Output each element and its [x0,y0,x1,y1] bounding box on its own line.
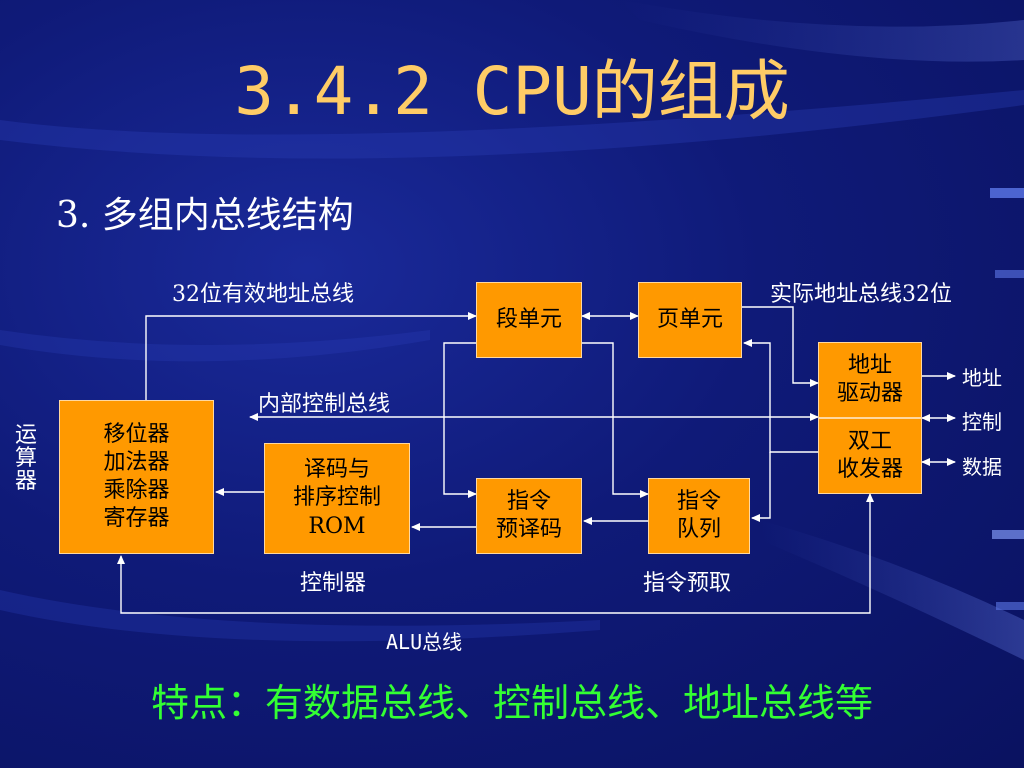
instr-predecode-box: 指令 预译码 [476,478,582,554]
decode-rom-box: 译码与 排序控制 ROM [264,443,410,554]
out-data-label: 数据 [962,455,1002,479]
slide-subtitle: 3. 多组内总线结构 [56,195,354,236]
slide-title: 3.4.2 CPU的组成 [234,53,790,130]
instr-queue-box: 指令 队列 [648,478,750,554]
page-unit-box: 页单元 [638,282,742,358]
segment-unit-box: 段单元 [476,282,582,358]
addr32-bus-line [145,312,477,400]
transceiver-box: 双工 收发器 [818,418,922,494]
real-addr-bus-line [742,306,819,387]
internal-ctrl-bus-label: 内部控制总线 [258,392,391,417]
segment-predecode-line [443,342,477,498]
alu-box: 移位器 加法器 乘除器 寄存器 [59,400,214,554]
transceiver-queue-line [751,452,771,522]
segment-queue-line [582,342,649,498]
out-ctrl-label: 控制 [962,410,1002,434]
out-addr-label: 地址 [962,366,1002,390]
slide-footer: 特点：有数据总线、控制总线、地址总线等 [150,681,873,725]
transceiver-page-line [743,339,818,453]
real-addr-bus-label: 实际地址总线32位 [770,282,952,307]
alu-bus-label: ALU总线 [386,630,463,654]
alu-bus-line [117,493,874,614]
prefetch-label: 指令预取 [643,571,732,596]
controller-label: 控制器 [300,571,367,596]
addr32-bus-label: 32位有效地址总线 [172,282,354,307]
addr-driver-box: 地址 驱动器 [818,342,922,418]
alu-side-label: 运算器 [14,423,37,495]
